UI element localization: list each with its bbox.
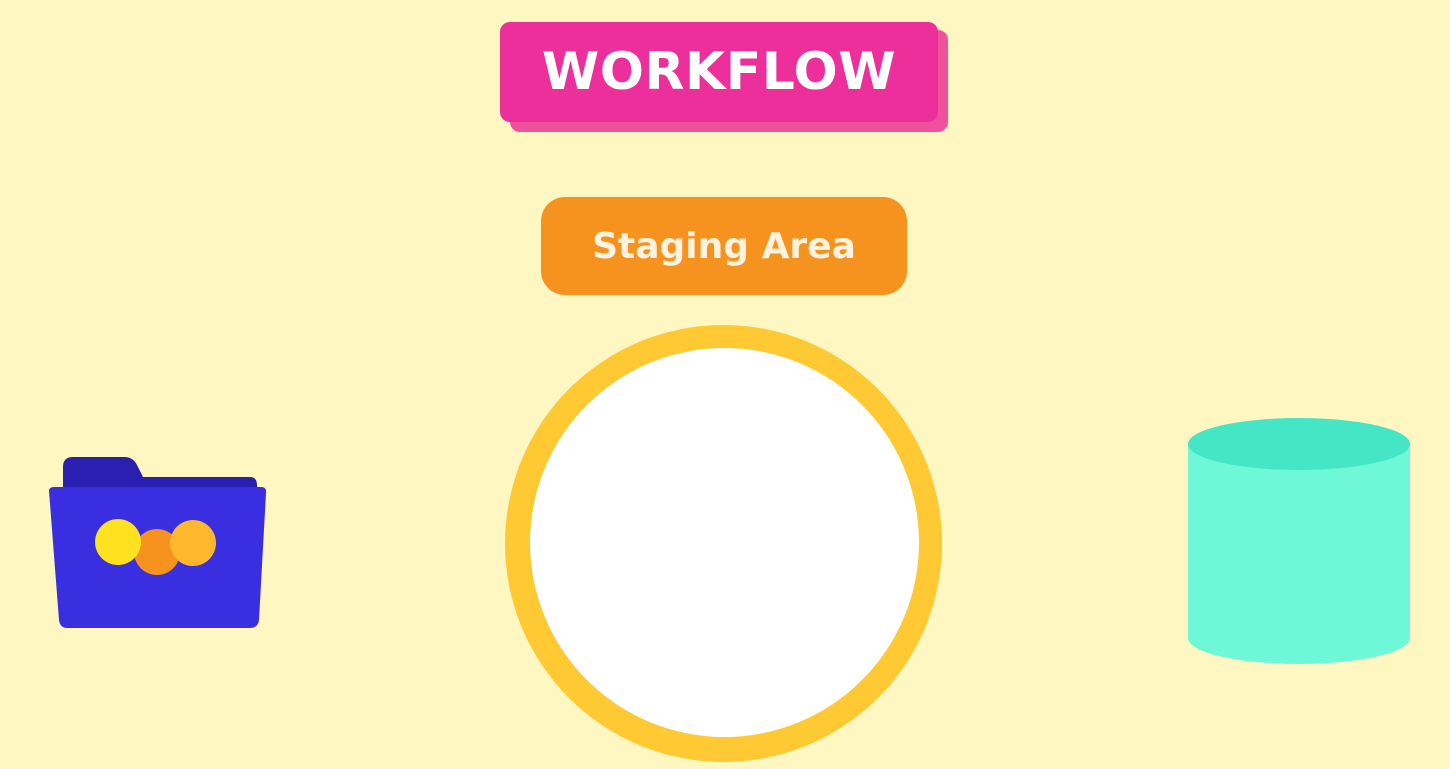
staging-area-label: Staging Area xyxy=(541,197,907,295)
staging-area-text: Staging Area xyxy=(592,225,856,267)
staging-area-circle xyxy=(530,348,919,737)
workflow-title-text: WORKFLOW xyxy=(541,42,897,102)
folder-icon xyxy=(49,457,267,628)
workflow-title: WORKFLOW xyxy=(500,22,938,122)
database-icon xyxy=(1188,418,1410,664)
